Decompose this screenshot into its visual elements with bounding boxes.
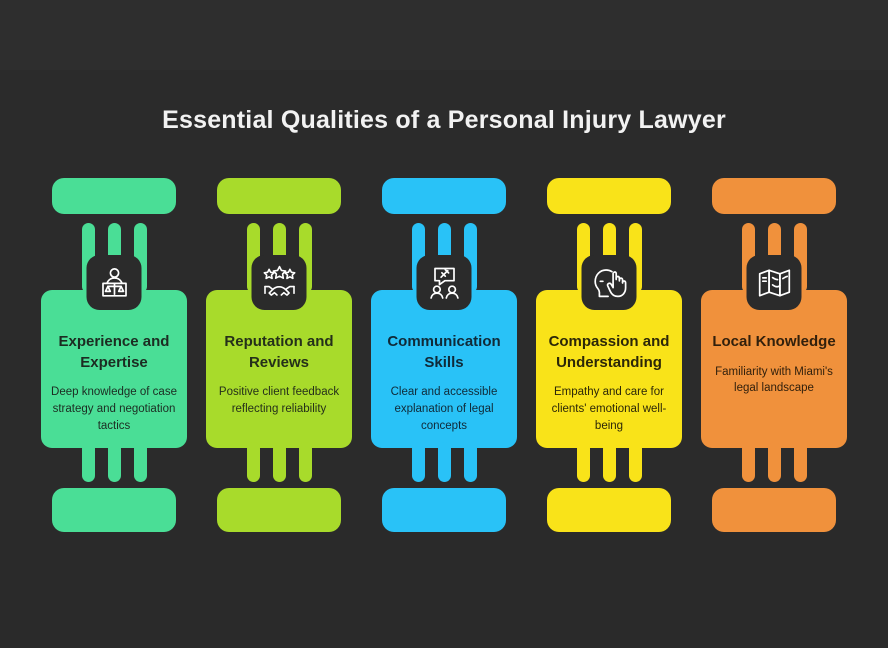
column-bottom-cap bbox=[712, 488, 836, 532]
connector-bar bbox=[602, 442, 616, 482]
quality-description: Positive client feedback reflecting reli… bbox=[218, 386, 340, 416]
column-bottom-cap bbox=[52, 488, 176, 532]
quality-title: Reputation and Reviews bbox=[224, 333, 334, 371]
column-top-cap bbox=[52, 178, 176, 214]
column-top-cap bbox=[547, 178, 671, 214]
connector-bar bbox=[246, 442, 260, 482]
stars-handshake-icon bbox=[260, 265, 298, 301]
quality-description: Familiarity with Miami's legal landscape bbox=[715, 365, 833, 395]
connector-bar bbox=[272, 442, 286, 482]
connector-bar bbox=[576, 442, 590, 482]
column-lower-connectors bbox=[371, 442, 517, 482]
column-top-cap bbox=[382, 178, 506, 214]
gavel-speech-bubble-people-icon bbox=[425, 265, 463, 301]
connector-bar bbox=[463, 442, 477, 482]
quality-description: Deep knowledge of case strategy and nego… bbox=[51, 386, 177, 432]
column-bottom-cap bbox=[382, 488, 506, 532]
quality-title: Experience and Expertise bbox=[58, 333, 170, 371]
scales-of-justice-person-icon bbox=[96, 265, 132, 301]
quality-icon-badge bbox=[581, 255, 637, 310]
connector-bar bbox=[741, 442, 755, 482]
quality-icon-badge bbox=[86, 255, 142, 310]
connector-bar bbox=[411, 442, 425, 482]
connector-bar bbox=[767, 442, 781, 482]
connector-bar bbox=[298, 442, 312, 482]
connector-bar bbox=[81, 442, 95, 482]
connector-bar bbox=[793, 442, 807, 482]
page-title: Essential Qualities of a Personal Injury… bbox=[162, 106, 726, 134]
quality-title: Communication Skills bbox=[387, 333, 501, 371]
folded-map-icon bbox=[756, 265, 792, 301]
quality-icon-badge bbox=[251, 255, 307, 310]
connector-bar bbox=[107, 442, 121, 482]
column-lower-connectors bbox=[536, 442, 682, 482]
head-profile-hand-icon bbox=[591, 265, 627, 301]
column-top-cap bbox=[217, 178, 341, 214]
column-bottom-cap bbox=[217, 488, 341, 532]
quality-title: Local Knowledge bbox=[712, 333, 836, 350]
connector-bar bbox=[133, 442, 147, 482]
column-lower-connectors bbox=[206, 442, 352, 482]
quality-icon-badge bbox=[416, 255, 472, 310]
background-band-bottom bbox=[0, 520, 888, 648]
quality-icon-badge bbox=[746, 255, 802, 310]
column-bottom-cap bbox=[547, 488, 671, 532]
quality-title: Compassion and Understanding bbox=[548, 333, 670, 371]
quality-description: Clear and accessible explanation of lega… bbox=[390, 386, 498, 432]
column-top-cap bbox=[712, 178, 836, 214]
column-lower-connectors bbox=[41, 442, 187, 482]
watermark bbox=[748, 536, 866, 576]
column-lower-connectors bbox=[701, 442, 847, 482]
quality-description: Empathy and care for clients' emotional … bbox=[551, 386, 667, 432]
background-band-top bbox=[0, 0, 888, 70]
connector-bar bbox=[628, 442, 642, 482]
connector-bar bbox=[437, 442, 451, 482]
